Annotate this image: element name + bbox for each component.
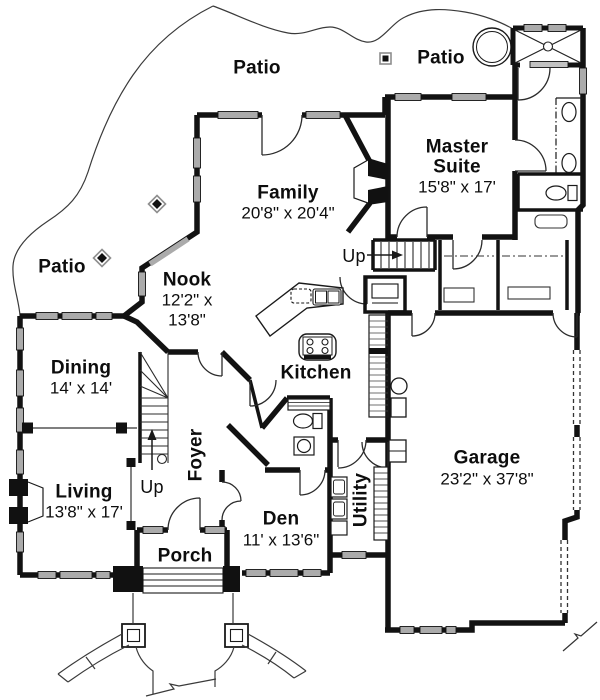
kitchen-cabinets <box>368 314 389 418</box>
bay-window <box>148 236 190 267</box>
door-arcs <box>167 67 578 531</box>
porch-steps <box>142 567 224 594</box>
room-dims-garage: 23'2" x 37'8" <box>440 469 534 489</box>
room-label-living: Living <box>55 481 113 503</box>
foyer-stairs <box>139 351 169 465</box>
utility-fixtures <box>330 466 389 541</box>
room-label-foyer: Foyer <box>185 428 207 482</box>
room-dims-living: 13'8" x 17' <box>45 502 123 522</box>
room-label-master-1: Master <box>425 136 489 158</box>
closet-details <box>443 214 568 303</box>
room-label-utility: Utility <box>350 472 372 528</box>
room-label-master-2: Suite <box>433 156 481 178</box>
room-label-porch: Porch <box>157 545 213 567</box>
room-label-family: Family <box>257 182 319 204</box>
stove <box>298 333 337 361</box>
up-label-foyer: Up <box>140 477 164 497</box>
room-label-kitchen: Kitchen <box>280 362 352 384</box>
room-dims-dining: 14' x 14' <box>49 378 113 398</box>
bath-fixtures <box>545 97 583 202</box>
room-dims-den: 11' x 13'6" <box>242 530 320 550</box>
living-fireplace <box>9 479 44 524</box>
up-label-kitchen: Up <box>342 246 366 266</box>
room-dims-family: 20'8" x 20'4" <box>241 203 335 223</box>
garage-fixtures <box>388 377 408 463</box>
patio-right-label: Patio <box>417 47 465 69</box>
stair-arrow <box>367 250 403 260</box>
room-dims-master: 15'8" x 17' <box>418 177 496 197</box>
room-dims-nook-2: 13'8" <box>168 310 206 330</box>
room-dims-nook-1: 12'2" x <box>161 290 213 310</box>
walkway-columns <box>121 623 249 648</box>
spa-box <box>510 24 586 68</box>
porch-pier <box>113 566 143 592</box>
room-label-den: Den <box>262 508 300 530</box>
square-marker <box>379 52 392 65</box>
patio-top-label: Patio <box>233 57 281 79</box>
kitchen-island <box>255 282 344 337</box>
windows <box>16 67 587 634</box>
family-fireplace <box>353 158 388 205</box>
patio-boundary-curve <box>12 5 514 317</box>
spa-circle <box>472 27 512 67</box>
patio-left-label: Patio <box>38 256 86 278</box>
room-label-garage: Garage <box>453 447 521 469</box>
dining-living-divider <box>22 422 137 530</box>
stair-arrow <box>147 429 157 470</box>
walkway <box>57 593 307 697</box>
porch-pier <box>223 566 240 592</box>
diamond-marker <box>92 194 167 268</box>
half-bath-fixtures <box>287 398 331 456</box>
break-mark <box>562 621 598 652</box>
room-label-dining: Dining <box>50 357 112 379</box>
pantry <box>363 275 407 314</box>
garage-door-dashed <box>560 350 581 613</box>
room-label-nook: Nook <box>162 269 212 291</box>
